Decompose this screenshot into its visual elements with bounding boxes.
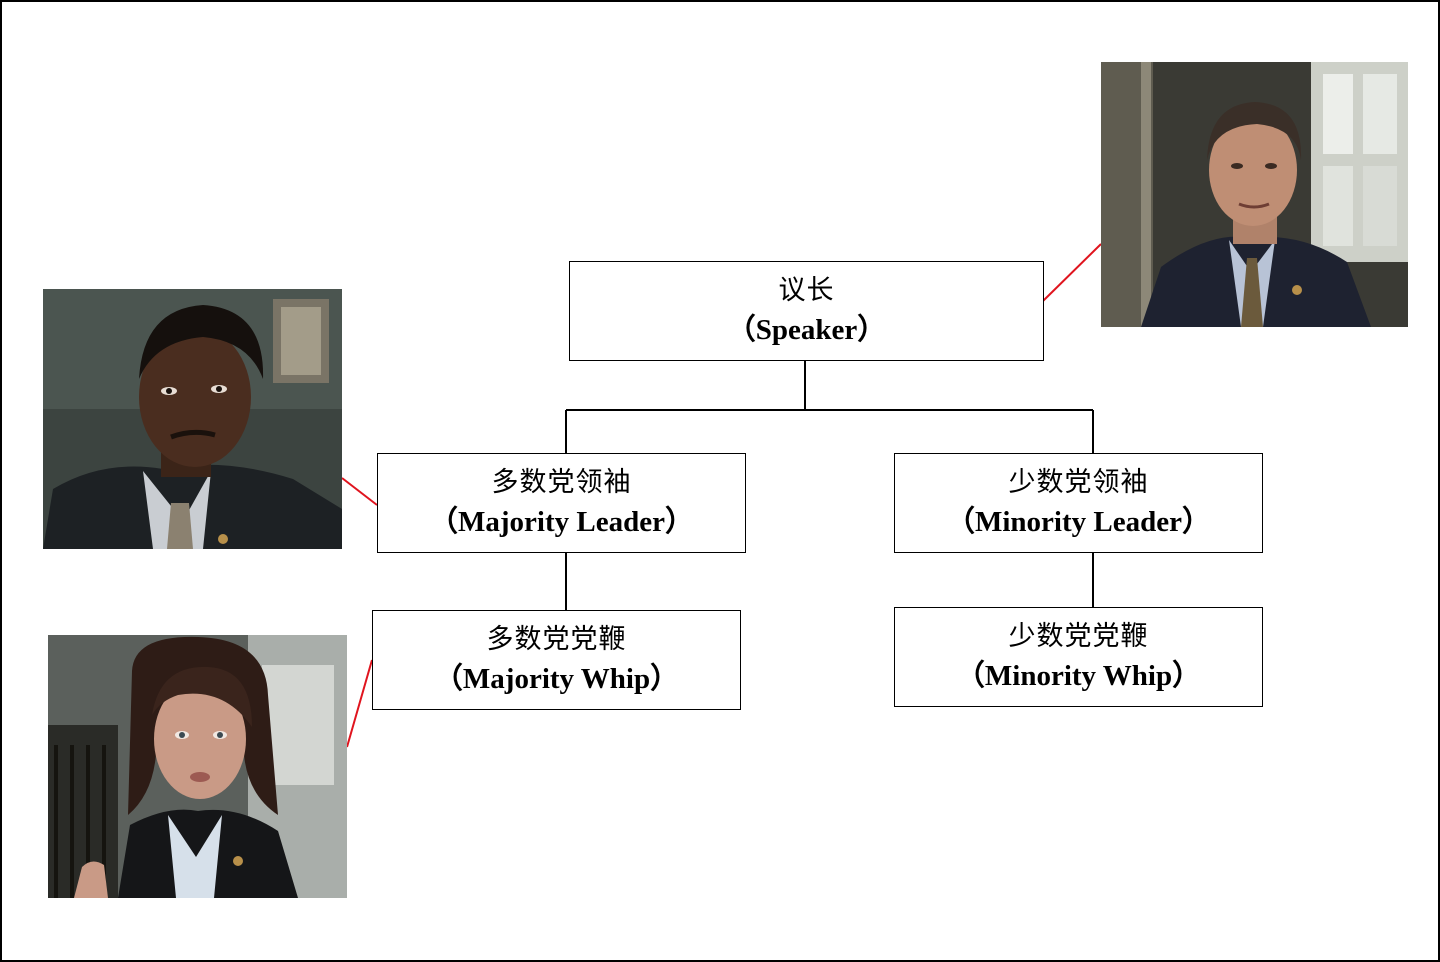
majority-leader-title-en: （Majority Leader）	[429, 506, 694, 538]
majority-whip-box: 多数党党鞭 （Majority Whip）	[372, 610, 741, 710]
minority-leader-box: 少数党领袖 （Minority Leader）	[894, 453, 1263, 553]
minority-leader-title-zh: 少数党领袖	[1008, 467, 1149, 498]
speaker-photo-link	[1042, 243, 1102, 302]
majority-leader-photo-link	[341, 477, 378, 506]
majority-leader-title-zh: 多数党领袖	[491, 467, 632, 498]
majority-whip-title-zh: 多数党党鞭	[486, 624, 627, 655]
majority-whip-photo-link	[346, 659, 373, 748]
majority-leader-box: 多数党领袖 （Majority Leader）	[377, 453, 746, 553]
majority-whip-portrait-photo	[48, 635, 347, 898]
minority-whip-box: 少数党党鞭 （Minority Whip）	[894, 607, 1263, 707]
speaker-box: 议长 （Speaker）	[569, 261, 1044, 361]
minority-whip-title-en: （Minority Whip）	[955, 660, 1202, 692]
majority-leader-portrait-photo	[43, 289, 342, 549]
speaker-portrait-photo	[1101, 62, 1408, 327]
speaker-title-zh: 议长	[778, 275, 835, 306]
minority-leader-title-en: （Minority Leader）	[946, 506, 1211, 538]
majority-whip-title-en: （Majority Whip）	[433, 663, 680, 695]
speaker-title-en: （Speaker）	[726, 314, 887, 346]
minority-whip-title-zh: 少数党党鞭	[1008, 621, 1149, 652]
